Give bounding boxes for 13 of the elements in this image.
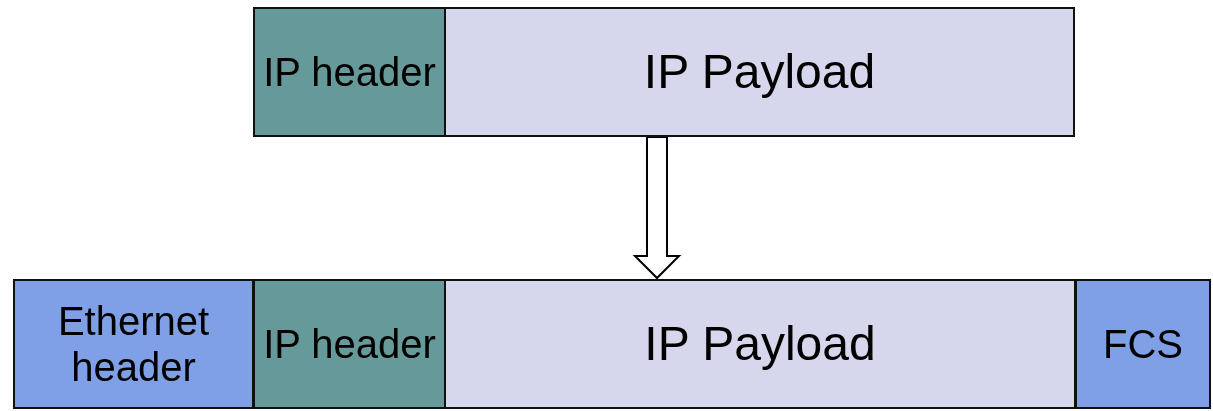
field-label: IP header [263, 321, 436, 367]
trailer-field [1075, 279, 1211, 409]
header-field [253, 7, 446, 137]
field-label: FCS [1103, 321, 1183, 367]
payload-field [444, 279, 1076, 409]
header-field [253, 279, 446, 409]
field-label: Ethernet header [56, 298, 211, 390]
header-field [13, 279, 254, 409]
field-label: IP Payload [643, 44, 876, 100]
field-label: IP header [263, 49, 436, 95]
block-arrow [632, 136, 682, 280]
field-label: IP Payload [644, 316, 876, 372]
payload-field [444, 7, 1075, 137]
